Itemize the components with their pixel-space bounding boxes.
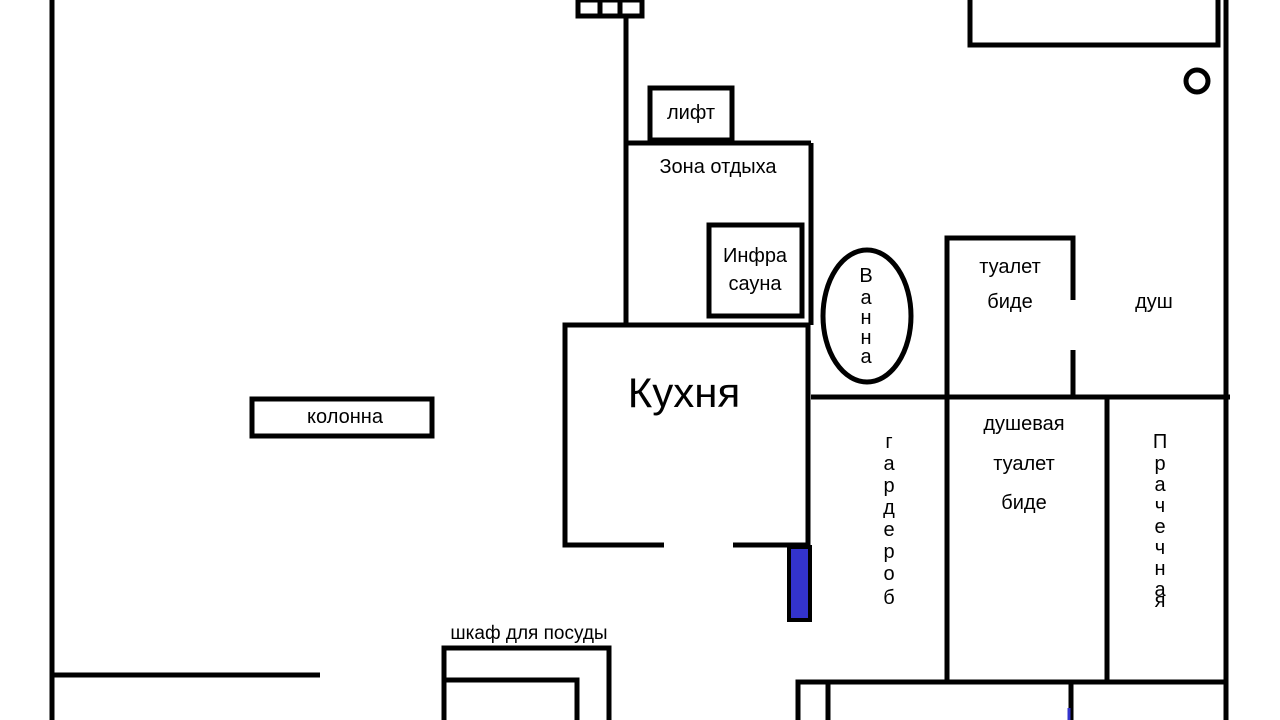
laundry-letter-1: П bbox=[1153, 431, 1167, 453]
shower-label: душ bbox=[1135, 291, 1173, 313]
shower-room-label-1: душевая bbox=[983, 413, 1064, 435]
bath-letter-1: В bbox=[859, 265, 872, 287]
column-label: колонна bbox=[307, 406, 384, 428]
infra-sauna-label-1: Инфра bbox=[723, 245, 788, 267]
wardrobe-letter-8: б bbox=[883, 587, 894, 609]
bath-letter-3: н bbox=[860, 307, 871, 329]
bath-letter-5: а bbox=[860, 346, 872, 368]
wardrobe-letter-1: г bbox=[885, 431, 892, 453]
laundry-letter-5: е bbox=[1154, 516, 1165, 538]
kitchen-label: Кухня bbox=[628, 369, 740, 416]
lift-label: лифт bbox=[667, 102, 715, 124]
laundry-label: П р а ч е ч н а я bbox=[1153, 431, 1167, 612]
wardrobe-letter-4: д bbox=[883, 497, 895, 519]
dish-cabinet-label: шкаф для посуды bbox=[450, 623, 607, 644]
bath-letter-4: н bbox=[860, 327, 871, 349]
bottom-right-wall bbox=[795, 679, 1226, 720]
infra-sauna-box bbox=[706, 222, 805, 319]
laundry-letter-9: я bbox=[1155, 590, 1166, 612]
top-door-frame bbox=[575, 0, 645, 19]
bath-tub bbox=[820, 247, 914, 385]
wardrobe-letter-5: е bbox=[883, 519, 894, 541]
rest-zone-label: Зона отдыха bbox=[659, 156, 777, 178]
wardrobe-letter-3: р bbox=[883, 475, 894, 497]
laundry-letter-7: н bbox=[1154, 558, 1165, 580]
shower-room-label-2: туалет bbox=[993, 453, 1055, 475]
dish-cabinet-inner bbox=[444, 677, 580, 720]
laundry-letter-8: а bbox=[1154, 579, 1166, 601]
top-right-fixture bbox=[967, 0, 1221, 48]
infra-sauna-label-2: сауна bbox=[728, 273, 782, 295]
bath-letter-2: а bbox=[860, 287, 872, 309]
toilet-label: туалет bbox=[979, 256, 1041, 278]
laundry-letter-4: ч bbox=[1155, 495, 1165, 517]
laundry-letter-2: р bbox=[1154, 453, 1165, 475]
laundry-letter-3: а bbox=[1154, 474, 1166, 496]
wardrobe-label: г а р д е р о б bbox=[883, 431, 895, 609]
round-fixture bbox=[1183, 67, 1211, 95]
toilet-room-walls bbox=[944, 235, 1076, 397]
blue-panel bbox=[787, 545, 812, 622]
wardrobe-letter-2: а bbox=[883, 453, 895, 475]
bidet-label: биде bbox=[987, 291, 1032, 313]
kitchen-walls bbox=[562, 322, 811, 548]
lift-box bbox=[647, 85, 735, 143]
column-box bbox=[249, 396, 435, 439]
bath-label: В а н н а bbox=[859, 265, 872, 368]
laundry-letter-6: ч bbox=[1155, 537, 1165, 559]
dish-cabinet-outline bbox=[441, 645, 612, 720]
wardrobe-letter-6: р bbox=[883, 541, 894, 563]
shower-room-label-3: биде bbox=[1001, 492, 1046, 514]
wardrobe-letter-7: о bbox=[883, 563, 894, 585]
